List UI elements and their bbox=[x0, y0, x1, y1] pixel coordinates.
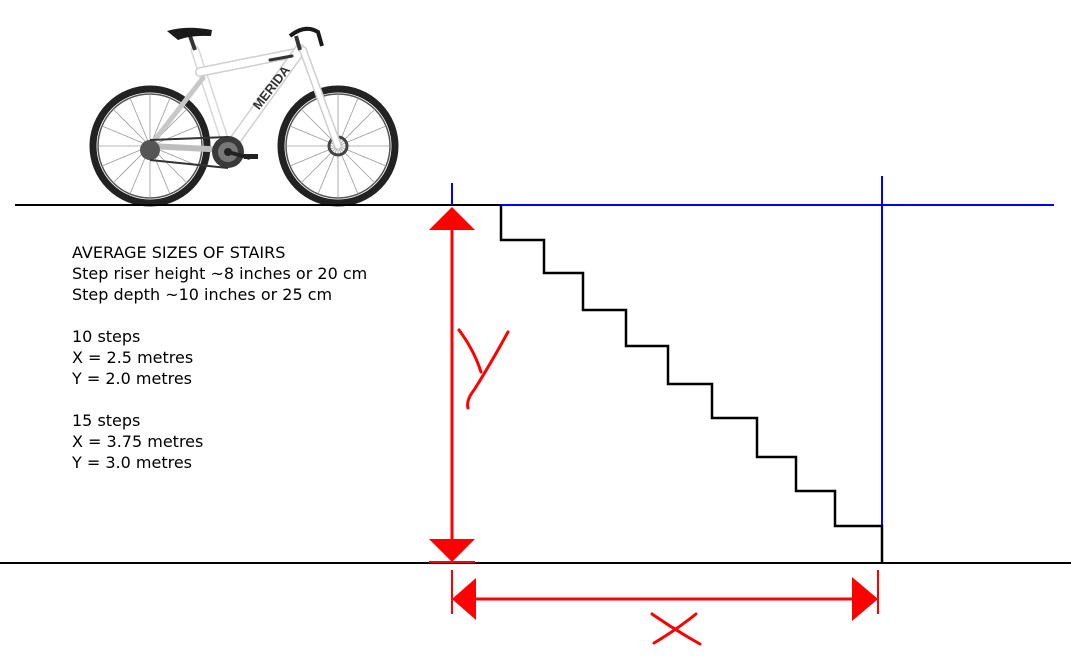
fifteen-steps-label: 15 steps bbox=[72, 411, 141, 430]
fifteen-steps-x: X = 3.75 metres bbox=[72, 432, 204, 451]
y-dimension-arrow bbox=[429, 207, 475, 563]
ten-steps-y: Y = 2.0 metres bbox=[72, 369, 192, 388]
ten-steps-x: X = 2.5 metres bbox=[72, 348, 194, 367]
info-heading: AVERAGE SIZES OF STAIRS bbox=[72, 243, 286, 262]
x-arrowhead-left bbox=[452, 578, 476, 620]
handlebar bbox=[288, 26, 324, 47]
ten-steps-label: 10 steps bbox=[72, 327, 141, 346]
bicycle-frame bbox=[147, 44, 342, 156]
y-arrowhead-up bbox=[429, 207, 475, 230]
drivetrain bbox=[140, 136, 258, 169]
step-depth-text: Step depth ~10 inches or 25 cm bbox=[72, 285, 333, 304]
bicycle-brand-text: MERIDA bbox=[250, 62, 294, 112]
y-handwritten-glyph bbox=[457, 328, 510, 410]
x-arrowhead-right bbox=[852, 577, 878, 621]
staircase-profile bbox=[499, 205, 884, 563]
stair-sizes-info: AVERAGE SIZES OF STAIRS Step riser heigh… bbox=[72, 242, 367, 473]
x-dimension-arrow bbox=[451, 570, 879, 621]
bicycle-illustration: MERIDA bbox=[89, 26, 399, 207]
x-handwritten-glyph bbox=[650, 612, 702, 646]
saddle bbox=[167, 27, 212, 40]
riser-height-text: Step riser height ~8 inches or 20 cm bbox=[72, 264, 368, 283]
fifteen-steps-y: Y = 3.0 metres bbox=[72, 453, 192, 472]
y-arrowhead-down bbox=[429, 539, 475, 562]
